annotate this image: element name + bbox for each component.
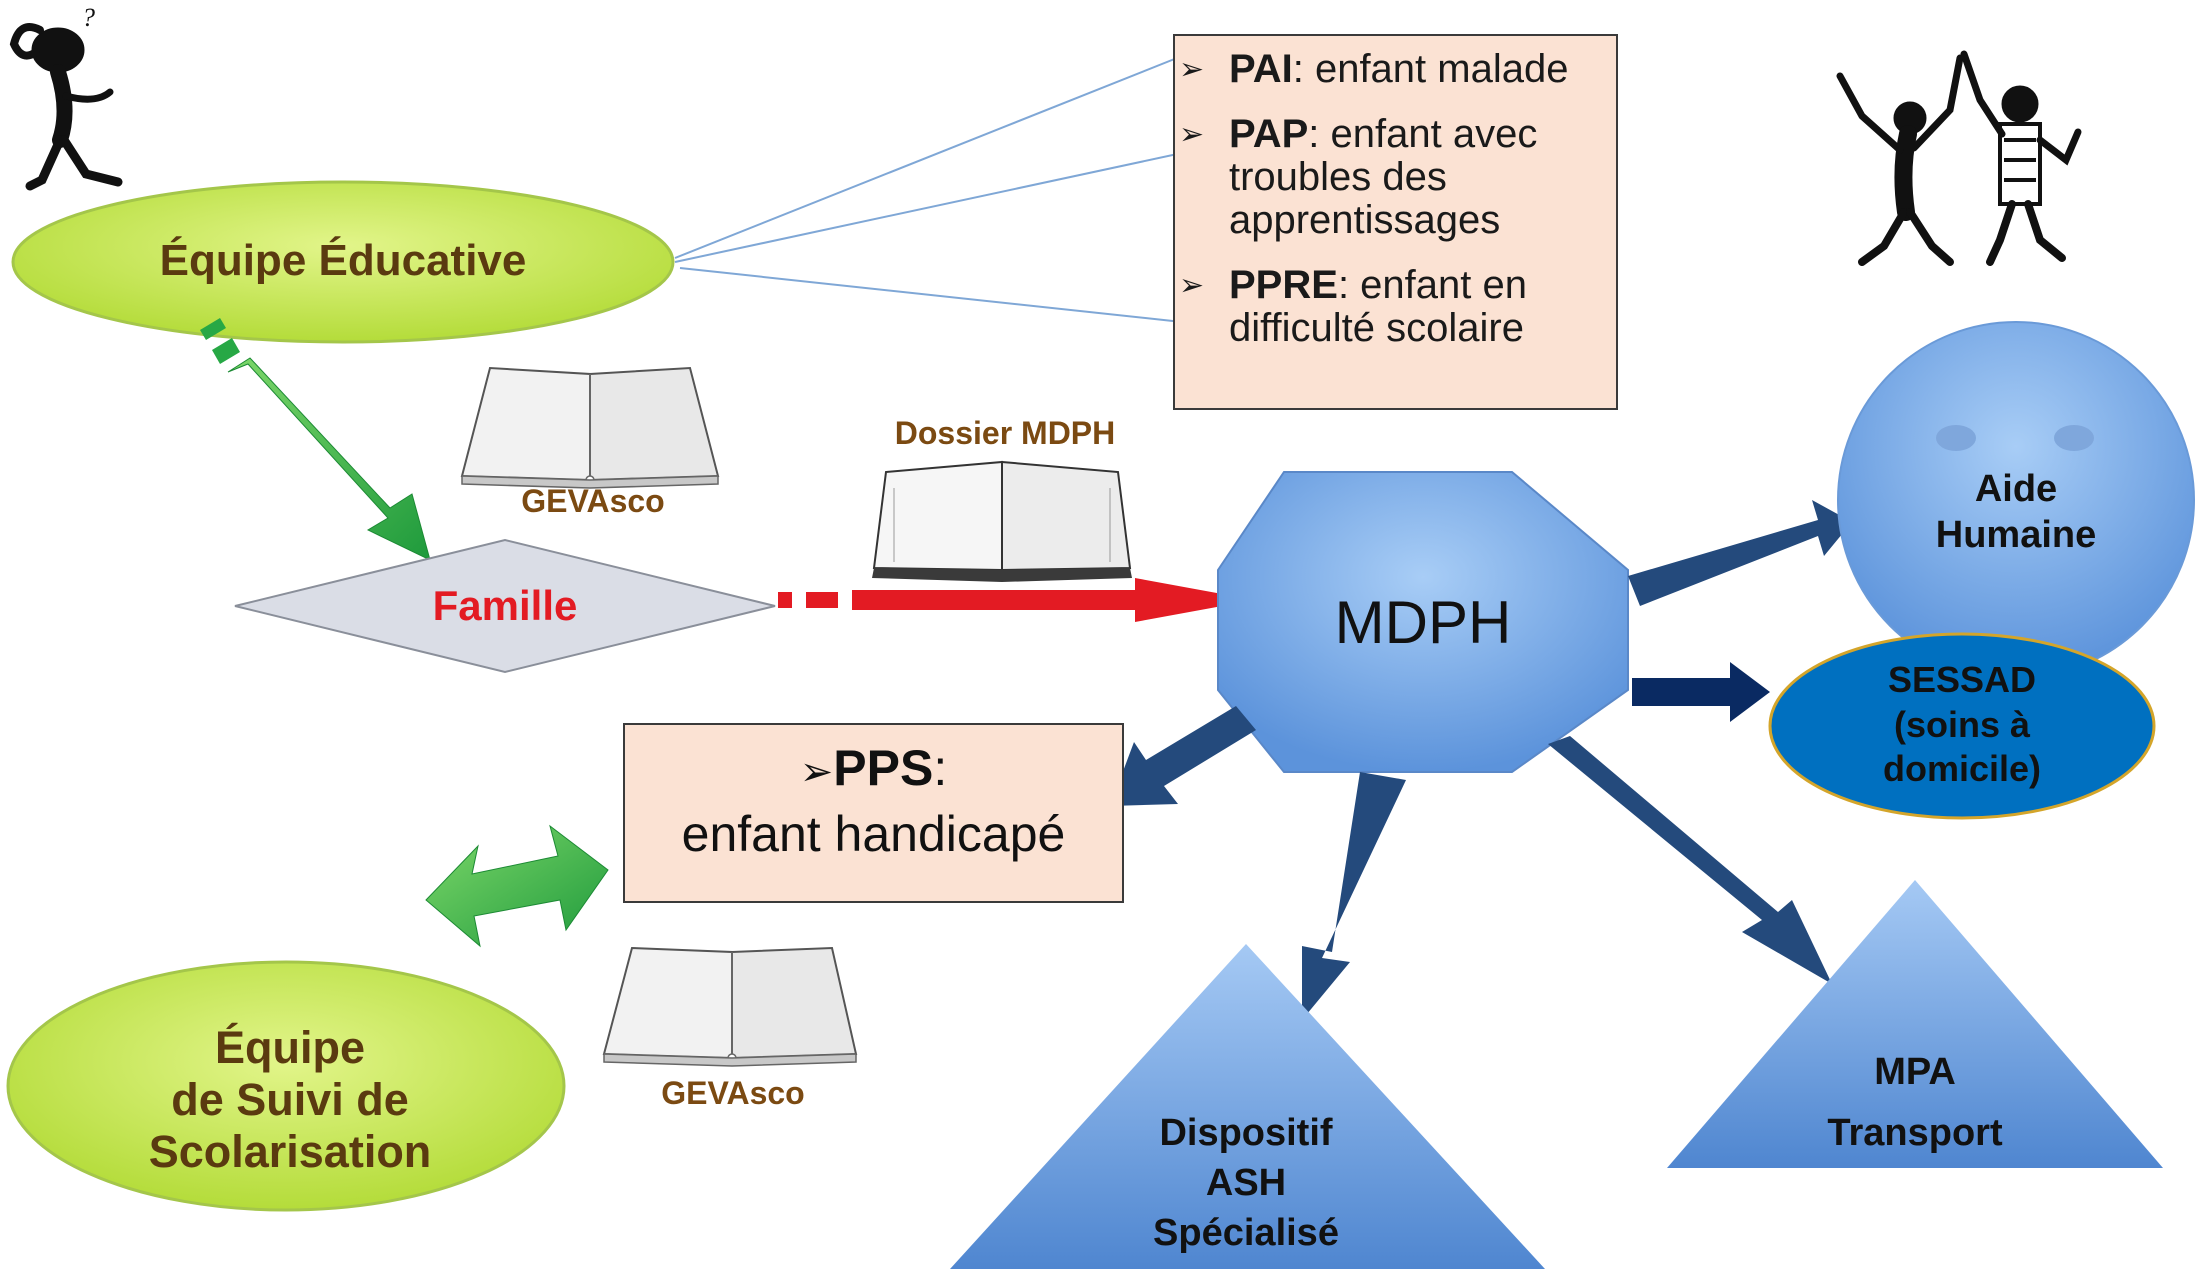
equipe-educative-node <box>11 180 675 344</box>
green-arrow-to-famille <box>200 318 431 561</box>
mpa-transport-node <box>1667 880 2163 1168</box>
open-book-icon <box>602 946 858 1067</box>
arrow-bullet-icon: ➢ <box>1179 269 1205 302</box>
gevasco-label-bottom: GEVAsco <box>661 1075 805 1111</box>
open-book-icon <box>460 366 720 489</box>
dispositif-ash-node <box>950 944 1545 1269</box>
plan-item-pai: ➢ PAI: enfant malade <box>1179 48 1610 91</box>
pps-title: ➢PPS: <box>799 740 948 796</box>
famille-label: Famille <box>432 582 578 629</box>
sessad-node <box>1768 632 2156 820</box>
pps-description: enfant handicapé <box>681 806 1066 862</box>
arrow-to-aide-humaine <box>1628 500 1852 606</box>
arrow-bullet-icon: ➢ <box>1179 53 1205 86</box>
face-eye-right <box>2054 425 2094 451</box>
arrow-bullet-icon: ➢ <box>1179 118 1205 151</box>
mdph-label: MDPH <box>1334 589 1512 656</box>
connector-ppre <box>679 267 1183 323</box>
celebrating-figures-icon <box>1836 50 2082 266</box>
red-arrow-to-mdph <box>778 578 1255 622</box>
pps-box: ➢PPS: enfant handicapé <box>623 723 1124 903</box>
mdph-node <box>1217 471 1629 773</box>
svg-text:?: ? <box>82 3 95 32</box>
plan-text: PAI: enfant malade <box>1229 47 1569 91</box>
double-arrow-pps-suivi <box>425 824 609 948</box>
arrow-to-dispositif <box>1302 772 1406 1020</box>
connector-pai <box>674 55 1183 259</box>
arrow-to-pps <box>1110 706 1256 806</box>
famille-node <box>234 538 776 674</box>
dossier-mdph-label: Dossier MDPH <box>894 415 1116 451</box>
open-book-icon <box>872 460 1132 582</box>
equipe-suivi-label: Équipe de Suivi de Scolarisation <box>148 1022 432 1178</box>
equipe-suivi-node <box>6 960 566 1212</box>
plan-connector-lines <box>674 55 1183 323</box>
equipe-educative-label: Équipe Éducative <box>159 236 527 285</box>
sessad-label: SESSAD (soins à domicile) <box>1882 659 2042 790</box>
gevasco-label-top: GEVAsco <box>521 483 665 519</box>
arrow-to-sessad <box>1632 662 1770 722</box>
arrow-bullet-icon: ➢ <box>799 750 834 794</box>
aide-humaine-label: Aide Humaine <box>1935 468 2097 557</box>
mpa-transport-label: MPA Transport <box>1827 1051 2003 1154</box>
connector-pap <box>674 152 1183 263</box>
face-eye-left <box>1936 425 1976 451</box>
arrow-to-mpa <box>1548 736 1832 984</box>
dispositif-ash-label: Dispositif ASH Spécialisé <box>1153 1112 1339 1255</box>
thinking-figure-icon: ? <box>9 3 123 191</box>
